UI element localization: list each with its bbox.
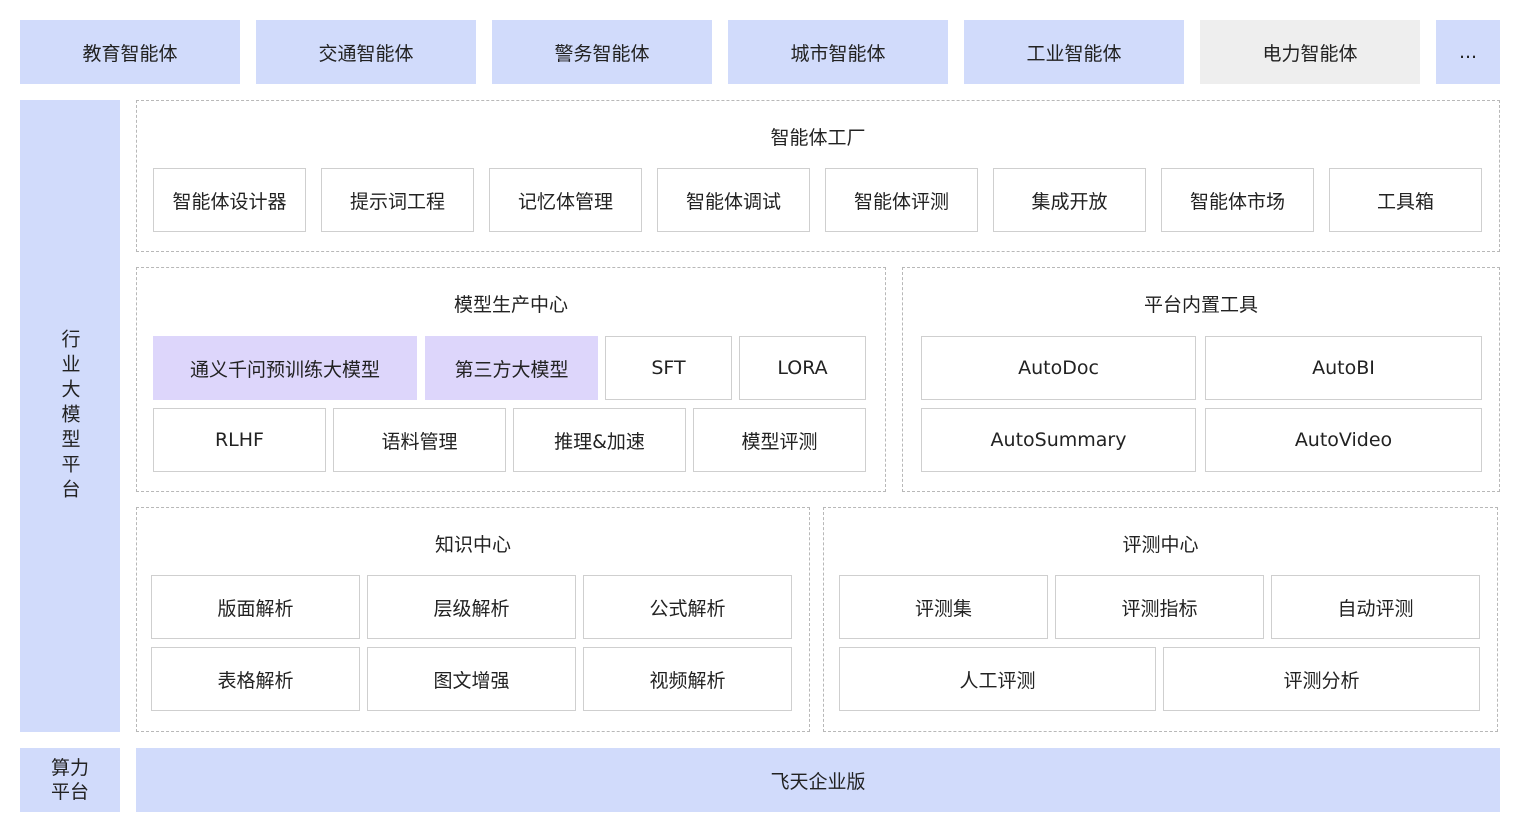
image-text-enhance-box[interactable]: 图文增强 bbox=[367, 647, 576, 711]
human-eval-box[interactable]: 人工评测 bbox=[839, 647, 1156, 711]
qwen-pretrained-model-box[interactable]: 通义千问预训练大模型 bbox=[153, 336, 417, 400]
prompt-engineering-box[interactable]: 提示词工程 bbox=[321, 168, 474, 232]
lora-box[interactable]: LORA bbox=[739, 336, 866, 400]
agent-designer-box[interactable]: 智能体设计器 bbox=[153, 168, 306, 232]
eval-center-panel: 评测中心 bbox=[823, 507, 1498, 732]
sft-box[interactable]: SFT bbox=[605, 336, 732, 400]
agent-factory-title: 智能体工厂 bbox=[770, 127, 866, 149]
auto-eval-box[interactable]: 自动评测 bbox=[1271, 575, 1480, 639]
memory-management-box[interactable]: 记忆体管理 bbox=[489, 168, 642, 232]
autosummary-box[interactable]: AutoSummary bbox=[921, 408, 1196, 472]
corpus-management-box[interactable]: 语料管理 bbox=[333, 408, 506, 472]
tab-city-agent[interactable]: 城市智能体 bbox=[728, 20, 948, 84]
formula-parsing-box[interactable]: 公式解析 bbox=[583, 575, 792, 639]
video-parsing-box[interactable]: 视频解析 bbox=[583, 647, 792, 711]
industry-model-platform-label: 行业大模型平台 bbox=[20, 100, 120, 732]
feitian-enterprise-bar[interactable]: 飞天企业版 bbox=[136, 748, 1500, 812]
compute-platform-text: 算力平台 bbox=[50, 757, 89, 803]
tab-education-agent[interactable]: 教育智能体 bbox=[20, 20, 240, 84]
tab-industry-agent[interactable]: 工业智能体 bbox=[964, 20, 1184, 84]
rlhf-box[interactable]: RLHF bbox=[153, 408, 326, 472]
autobi-box[interactable]: AutoBI bbox=[1205, 336, 1482, 400]
model-eval-box[interactable]: 模型评测 bbox=[693, 408, 866, 472]
agent-factory-panel: 智能体工厂 bbox=[136, 100, 1500, 252]
toolbox-box[interactable]: 工具箱 bbox=[1329, 168, 1482, 232]
knowledge-center-title: 知识中心 bbox=[434, 534, 511, 556]
platform-tools-panel: 平台内置工具 bbox=[902, 267, 1500, 492]
tab-more[interactable]: ... bbox=[1436, 20, 1500, 84]
eval-metrics-box[interactable]: 评测指标 bbox=[1055, 575, 1264, 639]
eval-center-title: 评测中心 bbox=[1122, 534, 1199, 556]
tab-power-agent[interactable]: 电力智能体 bbox=[1200, 20, 1420, 84]
knowledge-center-panel: 知识中心 bbox=[136, 507, 810, 732]
model-center-title: 模型生产中心 bbox=[453, 294, 568, 316]
layout-parsing-box[interactable]: 版面解析 bbox=[151, 575, 360, 639]
compute-platform-label: 算力平台 bbox=[20, 748, 120, 812]
table-parsing-box[interactable]: 表格解析 bbox=[151, 647, 360, 711]
inference-acceleration-box[interactable]: 推理&加速 bbox=[513, 408, 686, 472]
third-party-model-box[interactable]: 第三方大模型 bbox=[425, 336, 598, 400]
model-center-panel: 模型生产中心 bbox=[136, 267, 886, 492]
eval-set-box[interactable]: 评测集 bbox=[839, 575, 1048, 639]
agent-debug-box[interactable]: 智能体调试 bbox=[657, 168, 810, 232]
hierarchy-parsing-box[interactable]: 层级解析 bbox=[367, 575, 576, 639]
autovideo-box[interactable]: AutoVideo bbox=[1205, 408, 1482, 472]
tab-police-agent[interactable]: 警务智能体 bbox=[492, 20, 712, 84]
eval-analysis-box[interactable]: 评测分析 bbox=[1163, 647, 1480, 711]
platform-tools-title: 平台内置工具 bbox=[1143, 294, 1258, 316]
agent-eval-box[interactable]: 智能体评测 bbox=[825, 168, 978, 232]
agent-market-box[interactable]: 智能体市场 bbox=[1161, 168, 1314, 232]
autodoc-box[interactable]: AutoDoc bbox=[921, 336, 1196, 400]
industry-model-platform-text: 行业大模型平台 bbox=[58, 328, 81, 504]
integration-box[interactable]: 集成开放 bbox=[993, 168, 1146, 232]
tab-transport-agent[interactable]: 交通智能体 bbox=[256, 20, 476, 84]
